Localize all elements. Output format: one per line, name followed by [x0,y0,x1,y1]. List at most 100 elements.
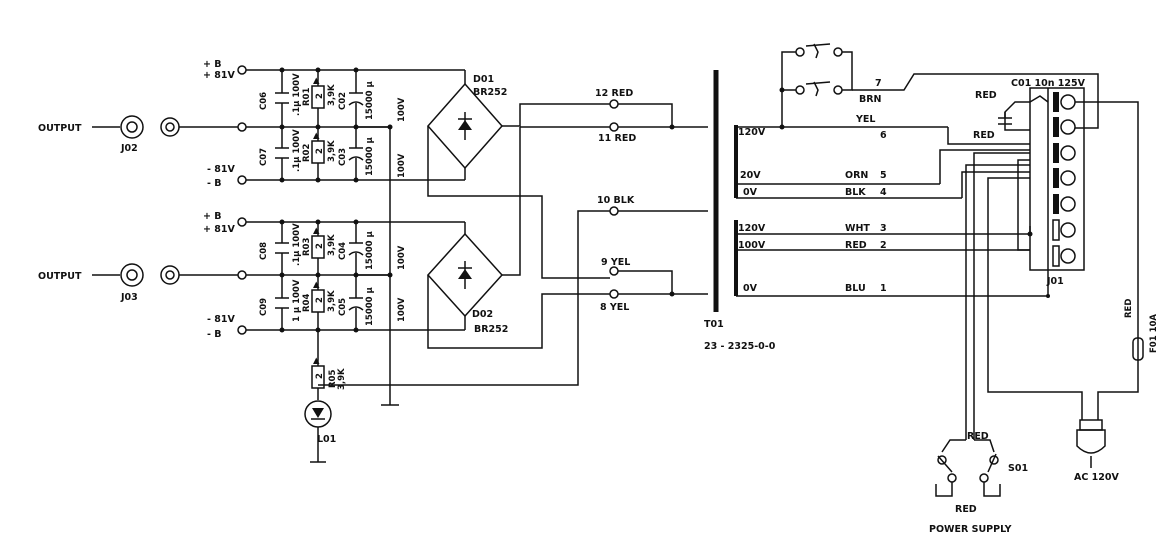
j01-label: J01 [1046,276,1064,287]
bottom-filter-labels: C08 .1µ 100V R03 3,9K C04 15000 µ 100V C… [259,223,407,326]
wire-4-label: 4 [880,187,887,198]
rail-bot-plus-b: + B [203,211,222,222]
led-indicator-branch: ▲ 2 R05 3,9K L01 [304,330,347,463]
tap-0v-a: 0V [743,187,758,198]
s01-label: S01 [1008,463,1028,474]
rail-top-minus-b: - B [207,178,222,189]
ac-plug: AC 120V [1074,419,1119,483]
switch-red-bottom: RED [955,504,977,515]
c08-label: C08 [259,242,269,260]
transformer-t01: T01 23 - 2325-0-0 [704,70,776,352]
rail-top-minus-81: - 81V [207,164,235,175]
output-j02: OUTPUT J02 [38,115,238,154]
ac-120v-label: AC 120V [1074,472,1119,483]
r01-value: 3,9K [327,84,337,106]
c01-label: C01 10n 125V [1011,78,1086,89]
c06-value: .1µ 100V [292,73,302,116]
c02-voltage: 100V [397,97,407,122]
rail-terminals [237,65,247,335]
jack-j02-label: J02 [120,143,138,154]
r03-label: R03 [302,238,312,256]
led-label: L01 [317,434,336,445]
fuse-red-label: RED [1124,299,1134,318]
c03-value: 15000 µ [365,137,375,176]
red-label-b: RED [973,130,995,141]
primary-taps: 120V 20V 0V 120V 100V 0V YEL 6 ORN 5 BLK… [736,114,1048,297]
bridge-d01: D01 BR252 [427,70,507,180]
r02-triangle: ▲ [313,131,320,141]
c05-value: 15000 µ [365,287,375,326]
wire-red-label: RED [845,240,867,251]
wire-11-red: 11 RED [598,133,636,144]
r01-mark: 2 [315,93,325,99]
wire-5-label: 5 [880,170,887,181]
r05-value: 3,9K [337,368,347,390]
r04-label: R04 [302,294,312,312]
c02-value: 15000 µ [365,81,375,120]
r04-mark: 2 [315,297,325,303]
power-switch-s01: RED S01 RED POWER SUPPLY [929,431,1028,535]
top-filter-labels: C06 .1µ 100V R01 3,9K C02 15000 µ 100V C… [259,73,407,178]
c08-value: .1µ 100V [292,223,302,266]
secondary-wiring: 12 RED 11 RED 10 BLK 9 YEL 8 YEL [318,88,708,386]
r03-value: 3,9K [327,234,337,256]
connector-j01: J01 [1029,87,1085,287]
red-label-a: RED [975,90,997,101]
rail-bot-minus-b: - B [207,329,222,340]
wire-orn-label: ORN [845,170,868,181]
wire-6-label: 6 [880,130,887,141]
d01-part: BR252 [473,87,507,98]
wire-brn-label: BRN [859,94,882,105]
output-j03: OUTPUT J03 [38,263,238,303]
c04-value: 15000 µ [365,231,375,270]
switch-red-top: RED [967,431,989,442]
c05-voltage: 100V [397,297,407,322]
jack-j03-label: J03 [120,292,138,303]
j01-jumpers: RED RED C01 10n 125V [939,78,1086,298]
c09-value: 1 µ 100V [292,279,302,322]
r02-mark: 2 [315,148,325,154]
wire-10-blk: 10 BLK [597,195,635,206]
c04-voltage: 100V [397,245,407,270]
t01-label: T01 [704,319,724,330]
wire-3-label: 3 [880,223,887,234]
wire-wht-label: WHT [845,223,870,234]
tap-120v-b: 120V [738,223,766,234]
c07-label: C07 [259,148,269,166]
output-label-top: OUTPUT [38,123,82,134]
c07-value: .1µ 100V [292,129,302,172]
r01-triangle: ▲ [313,76,320,86]
top-filter-wiring [246,67,465,183]
fuse-label: F01 10A [1149,314,1159,353]
wire-blk-label: BLK [845,187,866,198]
wire-blu-label: BLU [845,283,866,294]
tap-100v: 100V [738,240,766,251]
mains-wiring: RED F01 10A [965,101,1159,440]
r05-mark: 2 [315,373,325,379]
c09-label: C09 [259,298,269,316]
c04-label: C04 [338,242,348,260]
tap-20v: 20V [740,170,761,181]
wire-yel-label: YEL [855,114,875,125]
tap-0v-b: 0V [743,283,758,294]
r03-triangle: ▲ [313,226,320,236]
c03-voltage: 100V [397,153,407,178]
rail-labels: + B + 81V - 81V - B + B + 81V - 81V - B [203,59,235,340]
r02-label: R02 [302,144,312,162]
wire-12-red: 12 RED [595,88,633,99]
thermal-switch: 7 BRN [779,43,1099,130]
wire-9-yel: 9 YEL [601,257,630,268]
rail-top-plus-b: + B [203,59,222,70]
d01-label: D01 [473,74,494,85]
r04-triangle: ▲ [313,280,320,290]
wire-7-label: 7 [875,78,882,89]
r05-label: R05 [328,370,338,388]
r04-value: 3,9K [327,290,337,312]
output-label-bottom: OUTPUT [38,271,82,282]
rail-top-plus-81: + 81V [203,70,235,81]
t01-part: 23 - 2325-0-0 [704,341,776,352]
d02-part: BR252 [474,324,508,335]
r05-triangle: ▲ [313,356,320,366]
rail-bot-plus-81: + 81V [203,224,235,235]
r02-value: 3,9K [327,140,337,162]
